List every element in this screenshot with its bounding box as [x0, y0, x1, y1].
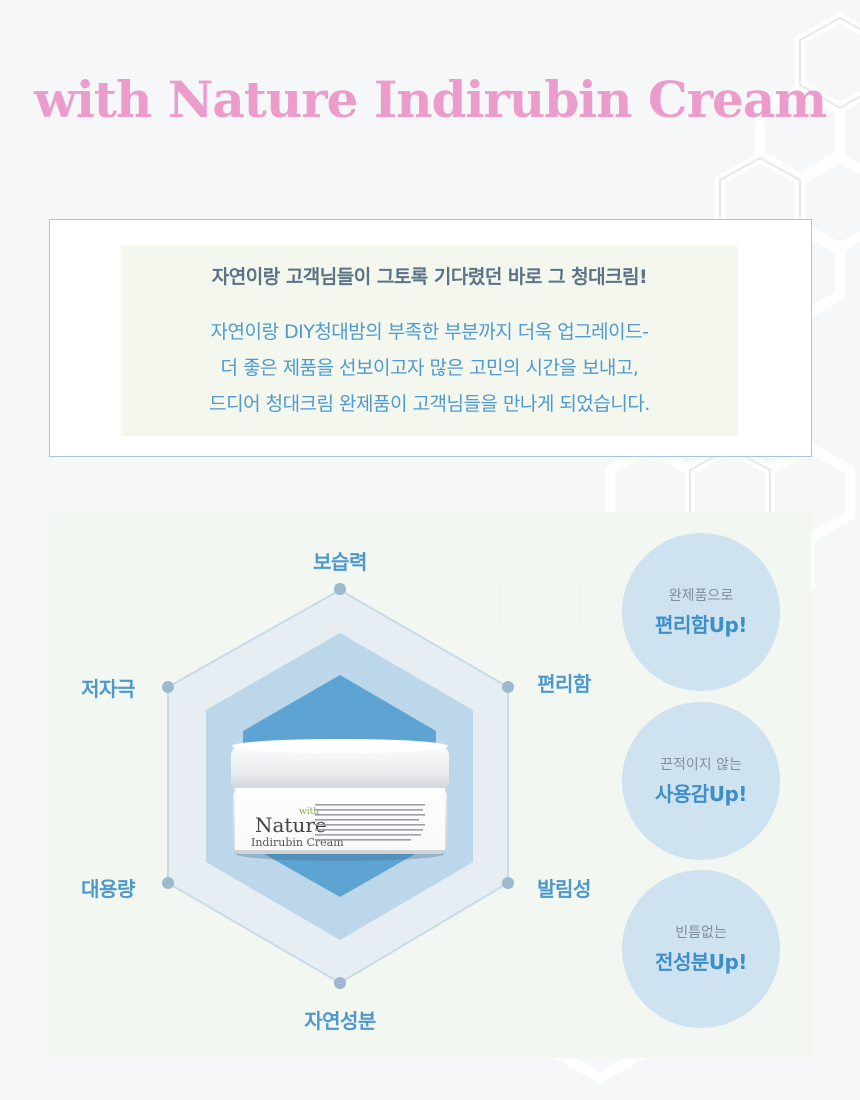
jar-brand-big: Nature	[255, 813, 327, 837]
radar-dot	[162, 681, 174, 693]
feature-bubble-ingredients: 빈틈없는 전성분Up!	[622, 870, 780, 1028]
bubble-caption: 완제품으로	[668, 588, 734, 604]
radar-dot	[334, 583, 346, 595]
intro-panel: 자연이랑 고객님들이 그토록 기다렸던 바로 그 청대크림! 자연이랑 DIY청…	[121, 246, 738, 436]
bubble-caption: 끈적이지 않는	[660, 757, 742, 773]
axis-label-large-capacity: 대용량	[81, 877, 135, 901]
radar-dot	[502, 681, 514, 693]
axis-label-spreadability: 발림성	[537, 877, 591, 901]
axis-label-moisture: 보습력	[313, 550, 367, 574]
page-title: with Nature Indirubin Cream	[33, 70, 827, 129]
jar-product-name: Indirubin Cream	[251, 836, 344, 849]
radar-dot	[162, 877, 174, 889]
axis-label-convenience: 편리함	[537, 672, 591, 696]
intro-headline: 자연이랑 고객님들이 그토록 기다렸던 바로 그 청대크림!	[211, 266, 648, 288]
intro-line: 드디어 청대크림 완제품이 고객님들을 만나게 되었습니다.	[209, 393, 650, 415]
feature-bubble-texture: 끈적이지 않는 사용감Up!	[622, 702, 780, 860]
feature-bubble-convenience: 완제품으로 편리함Up!	[622, 533, 780, 691]
intro-box: 자연이랑 고객님들이 그토록 기다렸던 바로 그 청대크림! 자연이랑 DIY청…	[49, 219, 812, 457]
radar-dot	[502, 877, 514, 889]
axis-label-natural-ingredients: 자연성분	[304, 1009, 376, 1033]
intro-body: 자연이랑 DIY청대밤의 부족한 부분까지 더욱 업그레이드- 더 좋은 제품을…	[121, 314, 738, 422]
bubble-highlight: 전성분Up!	[655, 950, 747, 974]
jar-brand-small: with	[299, 807, 319, 817]
radar-dot	[334, 977, 346, 989]
bubble-caption: 빈틈없는	[675, 925, 727, 941]
intro-line: 더 좋은 제품을 선보이고자 많은 고민의 시간을 보내고,	[220, 357, 639, 379]
bubble-highlight: 사용감Up!	[655, 782, 747, 806]
product-jar-image: with Nature Indirubin Cream	[231, 739, 449, 861]
intro-line: 자연이랑 DIY청대밤의 부족한 부분까지 더욱 업그레이드-	[210, 321, 649, 343]
axis-label-low-irritation: 저자극	[81, 677, 135, 701]
bubble-highlight: 편리함Up!	[655, 613, 747, 637]
